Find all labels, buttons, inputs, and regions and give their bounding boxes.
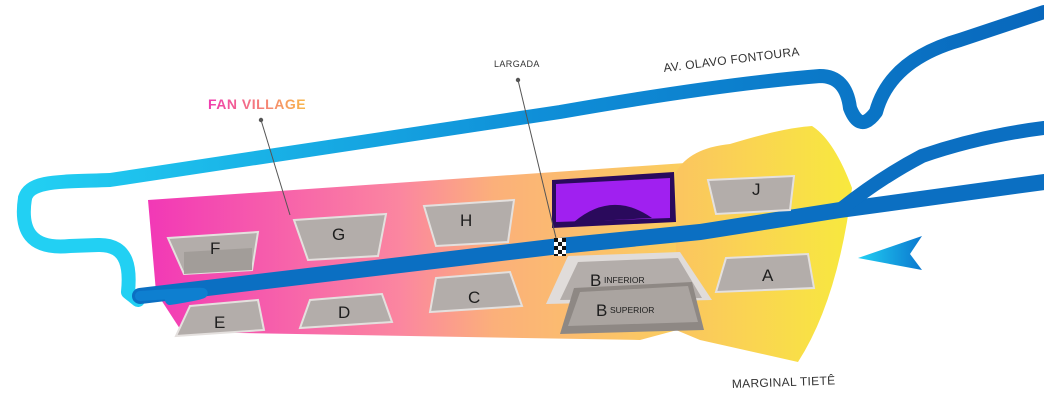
stand-h[interactable]: H <box>422 198 516 248</box>
grandstand-purple[interactable] <box>552 172 676 228</box>
sector-b-superior-text: SUPERIOR <box>610 305 654 315</box>
sector-e-label: E <box>214 313 225 332</box>
sector-f-label: F <box>210 239 220 258</box>
fan-village-leader <box>260 119 291 216</box>
track-inner-link <box>135 287 208 305</box>
sector-g-label: G <box>332 225 345 244</box>
stand-e[interactable]: E <box>174 298 266 338</box>
stand-g[interactable]: G <box>292 212 388 262</box>
direction-arrow-icon <box>858 236 922 270</box>
stand-b-superior[interactable]: B SUPERIOR <box>560 282 704 334</box>
sector-b-inferior-letter: B <box>590 271 601 290</box>
checkered-flag-icon <box>554 238 566 256</box>
fan-village-label: FAN VILLAGE <box>208 96 306 112</box>
sector-h-label: H <box>460 211 472 230</box>
sector-c-label: C <box>468 288 480 307</box>
sector-b-inferior-text: INFERIOR <box>604 275 645 285</box>
track-branch-right <box>833 121 1044 217</box>
track-upper-curve <box>18 5 1044 205</box>
sector-j-label: J <box>752 180 761 199</box>
fan-village-dot <box>258 117 264 123</box>
street-top-label: AV. OLAVO FONTOURA <box>663 44 801 75</box>
stand-f[interactable]: F <box>166 230 260 276</box>
stand-j[interactable]: J <box>706 174 796 216</box>
largada-leader <box>517 79 557 239</box>
stand-c[interactable]: C <box>428 270 524 314</box>
stand-d[interactable]: D <box>298 292 394 330</box>
sector-d-label: D <box>338 303 350 322</box>
street-bottom-label: MARGINAL TIETÊ <box>732 372 836 391</box>
largada-dot <box>515 77 521 83</box>
sector-b-superior-letter: B <box>596 301 607 320</box>
stand-a[interactable]: A <box>714 252 816 294</box>
sector-a-label: A <box>762 266 774 285</box>
track-upper-straight <box>16 191 145 307</box>
largada-label: LARGADA <box>494 59 540 69</box>
